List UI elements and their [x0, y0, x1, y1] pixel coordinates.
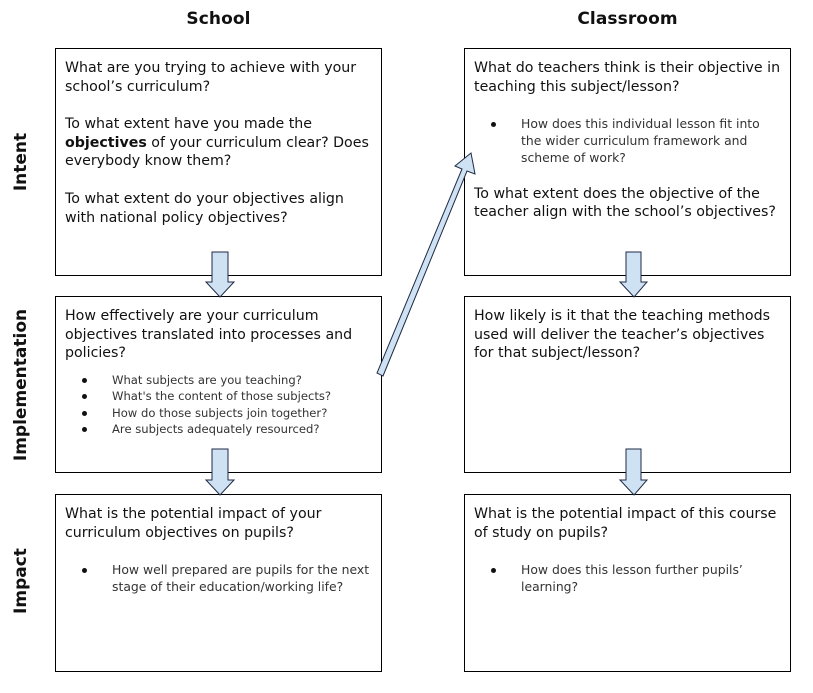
classroom-impact-box: What is the potential impact of this cou… — [464, 494, 791, 672]
column-header-school: School — [186, 9, 251, 29]
list-item: What subjects are you teaching? — [65, 372, 372, 389]
classroom-intent-box: What do teachers think is their objectiv… — [464, 48, 791, 276]
list-item: How do those subjects join together? — [65, 405, 372, 422]
objectives-emphasis: objectives — [65, 134, 147, 151]
school-intent-question-1: What are you trying to achieve with your… — [65, 60, 357, 95]
list-item: What's the content of those subjects? — [65, 388, 372, 405]
classroom-intent-bullets: How does this individual lesson fit into… — [474, 116, 781, 166]
row-label-implementation: Implementation — [11, 308, 31, 462]
list-item: Are subjects adequately resourced? — [65, 421, 372, 438]
classroom-intent-question-1: What do teachers think is their objectiv… — [474, 60, 781, 95]
list-item: How does this lesson further pupils’ lea… — [474, 562, 781, 596]
school-implementation-box: How effectively are your curriculum obje… — [55, 296, 382, 473]
school-intent-question-2: To what extent have you made the objecti… — [65, 116, 369, 170]
diagonal-arrow-school-to-classroom — [376, 152, 476, 377]
school-implementation-bullets: What subjects are you teaching? What's t… — [65, 372, 372, 438]
school-intent-question-3: To what extent do your objectives align … — [65, 190, 344, 226]
classroom-implementation-question-1: How likely is it that the teaching metho… — [474, 308, 771, 362]
classroom-intent-question-2: To what extent does the objective of the… — [474, 185, 776, 221]
school-implementation-question-1: How effectively are your curriculum obje… — [65, 308, 353, 362]
classroom-implementation-box: How likely is it that the teaching metho… — [464, 296, 791, 473]
list-item: How does this individual lesson fit into… — [474, 116, 781, 166]
list-item: How well prepared are pupils for the nex… — [65, 562, 372, 596]
school-impact-bullets: How well prepared are pupils for the nex… — [65, 562, 372, 596]
row-label-impact: Impact — [11, 548, 31, 614]
school-impact-question-1: What is the potential impact of your cur… — [65, 506, 322, 541]
classroom-impact-question-1: What is the potential impact of this cou… — [474, 506, 777, 541]
classroom-impact-bullets: How does this lesson further pupils’ lea… — [474, 562, 781, 596]
school-intent-box: What are you trying to achieve with your… — [55, 48, 382, 276]
column-header-classroom: Classroom — [577, 9, 678, 29]
row-label-intent: Intent — [11, 132, 31, 192]
school-impact-box: What is the potential impact of your cur… — [55, 494, 382, 672]
